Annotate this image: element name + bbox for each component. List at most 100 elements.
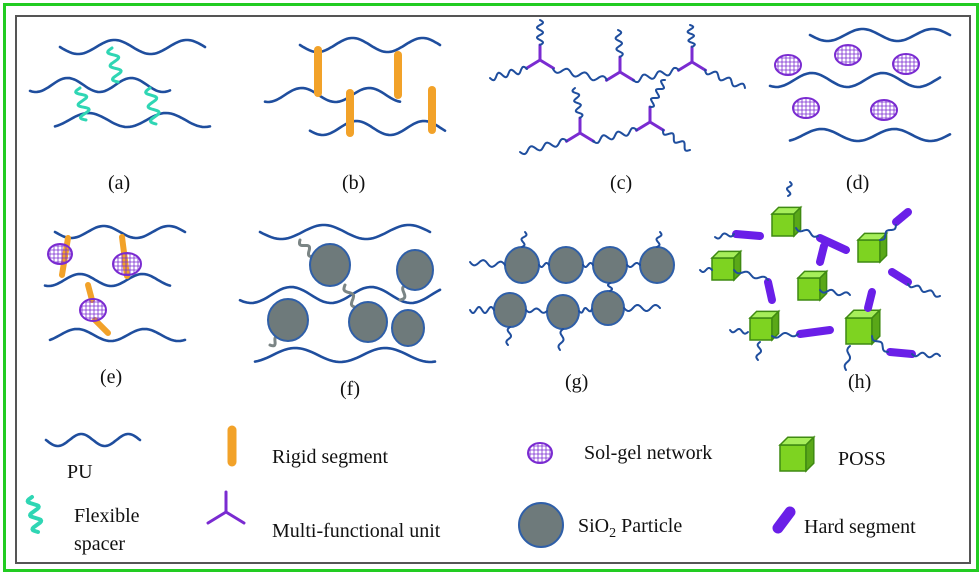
poss-h2 [857,239,881,263]
chain-g7 [578,307,593,314]
chain-g5 [469,305,495,315]
panel-label-h: (h) [848,371,871,393]
chain-h2 [795,227,819,238]
legend-sio2-pre: SiO [578,515,609,537]
chain-h14 [843,345,851,371]
chain-e2 [43,272,172,288]
chain-g2 [538,262,550,268]
chain-h5 [733,269,769,281]
chain-h13 [699,267,713,273]
arm-c5 [632,66,680,84]
legend-pu: PU [67,461,93,483]
legend-solgel-icon [527,442,553,464]
chain-h9 [771,332,799,339]
solgel-e3 [79,298,107,322]
chain-h7 [907,283,941,298]
chain-g1 [469,259,506,268]
chain-h11 [911,351,941,359]
chain-h6 [819,288,851,297]
chain-g13 [607,282,613,292]
legend-rigid: Rigid segment [272,446,389,468]
legend-poss: POSS [838,448,886,470]
chain-f2 [238,285,442,305]
sio2-f5 [391,309,425,347]
rigid-e4 [92,317,111,336]
hard-h8 [796,326,834,338]
chain-d2 [768,71,942,89]
solgel-d2 [834,44,862,66]
multi-unit-c3 [677,45,707,72]
arm-c4 [614,29,624,58]
chain-g4 [626,262,641,268]
sio2-g3 [592,246,628,284]
legend-sio2-post: Particle [616,515,682,537]
hard-h3 [892,208,912,226]
hard-h9 [886,348,916,358]
legend-flexible-spacer-icon [25,495,44,534]
panel-label-g: (g) [565,371,588,393]
sio2-f2 [396,249,434,291]
panel-label-e: (e) [100,366,122,388]
multi-unit-c4 [565,116,595,143]
panel-label-a: (a) [108,172,130,194]
solgel-d1 [774,54,802,76]
panel-label-f: (f) [340,378,360,400]
sio2-g7 [591,290,625,326]
chain-h1 [714,232,735,240]
poss-h3 [711,257,735,281]
arm-c10 [592,126,638,145]
spacer-a1 [106,46,123,84]
panel-label-d: (d) [846,172,869,194]
panel-label-c: (c) [610,172,632,194]
arm-c11 [649,79,666,108]
arm-c2 [489,65,528,82]
sio2-g4 [639,246,675,284]
legend-sio2-sub: 2 [609,526,616,541]
legend-flexible-2: spacer [74,533,125,555]
arm-c1 [535,19,545,46]
multi-unit-c1 [525,43,555,70]
sio2-g2 [548,246,584,284]
chain-h4 [786,181,793,197]
hard-h7 [864,288,876,312]
sio2-f1 [309,243,351,287]
chain-a1 [58,38,207,56]
chain-b1 [298,36,442,54]
chain-f3 [253,346,437,364]
legend-multi-functional-unit-icon [206,490,246,525]
hard-h5 [764,278,776,304]
chain-g10 [655,231,663,248]
solgel-d4 [792,97,820,119]
hard-h4 [888,268,912,286]
legend-sio2: SiO2 Particle [578,515,682,541]
chain-h12 [755,341,762,361]
arm-c7 [704,69,746,89]
chain-g8 [623,303,661,313]
legend-pu-icon [44,432,142,448]
chain-g6 [525,307,548,314]
poss-h4 [797,277,821,301]
solgel-e1 [47,243,73,265]
chain-g9 [520,231,528,248]
legend-poss-icon [779,444,807,472]
chain-g12 [557,328,565,351]
arm-c12 [662,129,691,152]
chain-a3 [53,111,212,129]
arm-c6 [686,24,696,48]
chain-d1 [808,27,952,43]
rigid-e3 [85,282,95,303]
solgel-d5 [870,99,898,121]
spacer-a2 [74,86,91,122]
legend-sio2-particle-icon [518,502,564,548]
multi-unit-c5 [635,105,665,132]
poss-h6 [845,317,873,345]
sio2-g1 [504,246,540,284]
legend-hard-segment-icon [772,506,796,534]
poss-h5 [749,317,773,341]
sio2-g6 [546,294,580,330]
chain-b3 [308,119,447,137]
hard-h6 [816,242,828,266]
sio2-f3 [267,298,309,342]
sio2-f4 [348,301,388,343]
legend-hard: Hard segment [804,516,916,538]
